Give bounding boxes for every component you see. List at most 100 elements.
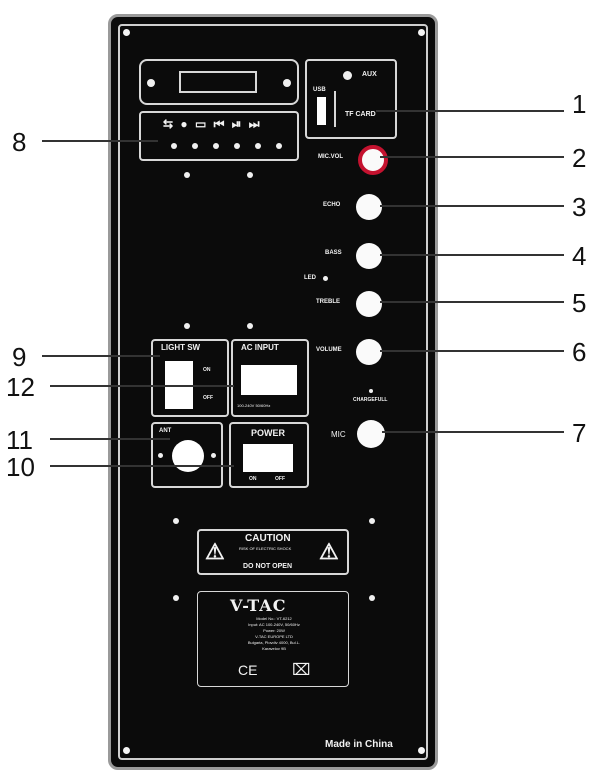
mic-volume-knob[interactable] — [358, 145, 388, 175]
ant-label: ANT — [159, 428, 172, 434]
usb-aux-tf-module: AUX USB TF CARD — [305, 59, 397, 139]
ce-mark: CE — [238, 662, 258, 678]
callout-4: 4 — [572, 241, 587, 271]
callout-5: 5 — [572, 288, 587, 318]
screw — [123, 29, 130, 36]
treble-knob[interactable] — [356, 291, 382, 317]
media-button[interactable] — [234, 143, 240, 149]
callout-7: 7 — [572, 418, 587, 448]
power-switch[interactable] — [243, 444, 293, 472]
echo-knob[interactable] — [356, 194, 382, 220]
leader-line-3 — [380, 205, 564, 207]
leader-line-1 — [376, 110, 564, 112]
rating-label: V-TAC Model No.: VT-6212 Input: AC 100-2… — [197, 591, 349, 687]
bass-label: BASS — [325, 250, 342, 256]
antenna-module: ANT — [151, 422, 223, 488]
screw — [418, 747, 425, 754]
callout-11: 11 — [6, 425, 33, 455]
light-switch-module: LIGHT SW ON OFF — [151, 339, 229, 417]
leader-line-10 — [50, 465, 234, 467]
ac-rating-label: 100-240V 50/60Hz — [237, 403, 271, 408]
aux-label: AUX — [362, 71, 377, 78]
screw — [123, 747, 130, 754]
mount-hole — [283, 79, 291, 87]
leader-line-4 — [380, 254, 564, 256]
power-on-label: ON — [249, 476, 257, 482]
leader-line-11 — [50, 438, 170, 440]
leader-line-2 — [380, 156, 564, 158]
callout-1: 1 — [572, 89, 587, 119]
ac-input-module: AC INPUT 100-240V 50/60Hz — [231, 339, 309, 417]
leader-line-9 — [42, 355, 160, 357]
mount-hole — [247, 323, 253, 329]
media-button[interactable] — [171, 143, 177, 149]
brand-logo: V-TAC — [230, 596, 287, 615]
warning-icon: ⚠ — [319, 539, 339, 564]
usb-label: USB — [313, 87, 326, 93]
led-indicator — [323, 276, 328, 281]
volume-label: VOLUME — [316, 347, 342, 353]
ac-input-label: AC INPUT — [241, 343, 279, 352]
weee-bin-icon: ⌧ — [292, 662, 311, 679]
callout-9: 9 — [12, 342, 27, 372]
lcd-screen — [179, 71, 257, 93]
mount-hole — [184, 172, 190, 178]
usb-port[interactable] — [317, 97, 326, 125]
echo-label: ECHO — [323, 202, 341, 208]
mic-vol-label: MIC.VOL — [318, 154, 343, 160]
power-off-label: OFF — [275, 476, 285, 482]
caution-subtitle: RISK OF ELECTRIC SHOCK — [239, 546, 292, 551]
antenna-connector[interactable] — [172, 440, 204, 472]
charge-indicator — [369, 389, 373, 393]
media-buttons-module: ⇆ ● ▭ ⏮ ⏯ ⏭ — [139, 111, 299, 161]
mount-hole — [184, 323, 190, 329]
rating-line: Bulgaria, Plovdiv 4000, Bul.L. — [247, 640, 301, 645]
ac-socket[interactable] — [241, 365, 297, 395]
leader-line-8 — [42, 140, 158, 142]
mount-hole — [173, 518, 179, 524]
media-buttons-symbols: ⇆ ● ▭ ⏮ ⏯ ⏭ — [163, 117, 262, 131]
power-switch-module: POWER ON OFF — [229, 422, 309, 488]
panel-inner-frame — [118, 24, 428, 760]
media-button[interactable] — [213, 143, 219, 149]
callout-8: 8 — [12, 127, 27, 157]
tf-card-label: TF CARD — [345, 111, 376, 118]
mount-hole — [369, 518, 375, 524]
volume-knob[interactable] — [356, 339, 382, 365]
mic-label: MIC — [331, 430, 346, 439]
light-off-label: OFF — [203, 395, 213, 401]
charge-full-label: CHARGEFULL — [353, 397, 388, 403]
rating-line: Power: 20W — [263, 628, 285, 633]
made-in-china-text: Made in China — [325, 739, 393, 750]
light-sw-label: LIGHT SW — [161, 343, 201, 352]
media-button[interactable] — [192, 143, 198, 149]
rating-line: Model No.: VT-6212 — [256, 616, 292, 621]
led-label: LED — [304, 275, 316, 281]
warning-icon: ⚠ — [205, 539, 225, 564]
leader-line-12 — [50, 385, 234, 387]
callout-3: 3 — [572, 192, 587, 222]
media-button[interactable] — [276, 143, 282, 149]
media-button[interactable] — [255, 143, 261, 149]
caution-label: ⚠ CAUTION RISK OF ELECTRIC SHOCK ⚠ DO NO… — [197, 529, 349, 575]
callout-10: 10 — [6, 452, 35, 482]
mic-input-jack[interactable] — [357, 420, 385, 448]
leader-line-6 — [380, 350, 564, 352]
aux-jack[interactable] — [343, 71, 352, 80]
do-not-open-text: DO NOT OPEN — [243, 563, 293, 570]
mount-hole — [158, 453, 163, 458]
rating-line: Karavelov 9B — [262, 646, 286, 651]
mount-hole — [173, 595, 179, 601]
rating-lines: Model No.: VT-6212 Input: AC 100-240V, 5… — [210, 616, 338, 652]
callout-6: 6 — [572, 337, 587, 367]
mp3-display-module — [139, 59, 299, 105]
callout-2: 2 — [572, 143, 587, 173]
rating-line: V-TAC EUROPE LTD — [255, 634, 293, 639]
leader-line-5 — [380, 301, 564, 303]
power-label: POWER — [251, 428, 286, 438]
caution-title: CAUTION — [245, 533, 291, 544]
speaker-back-panel: ⇆ ● ▭ ⏮ ⏯ ⏭ AUX USB TF CARD MIC.VOL ECHO… — [108, 14, 438, 770]
treble-label: TREBLE — [316, 299, 340, 305]
bass-knob[interactable] — [356, 243, 382, 269]
light-on-label: ON — [203, 367, 211, 373]
